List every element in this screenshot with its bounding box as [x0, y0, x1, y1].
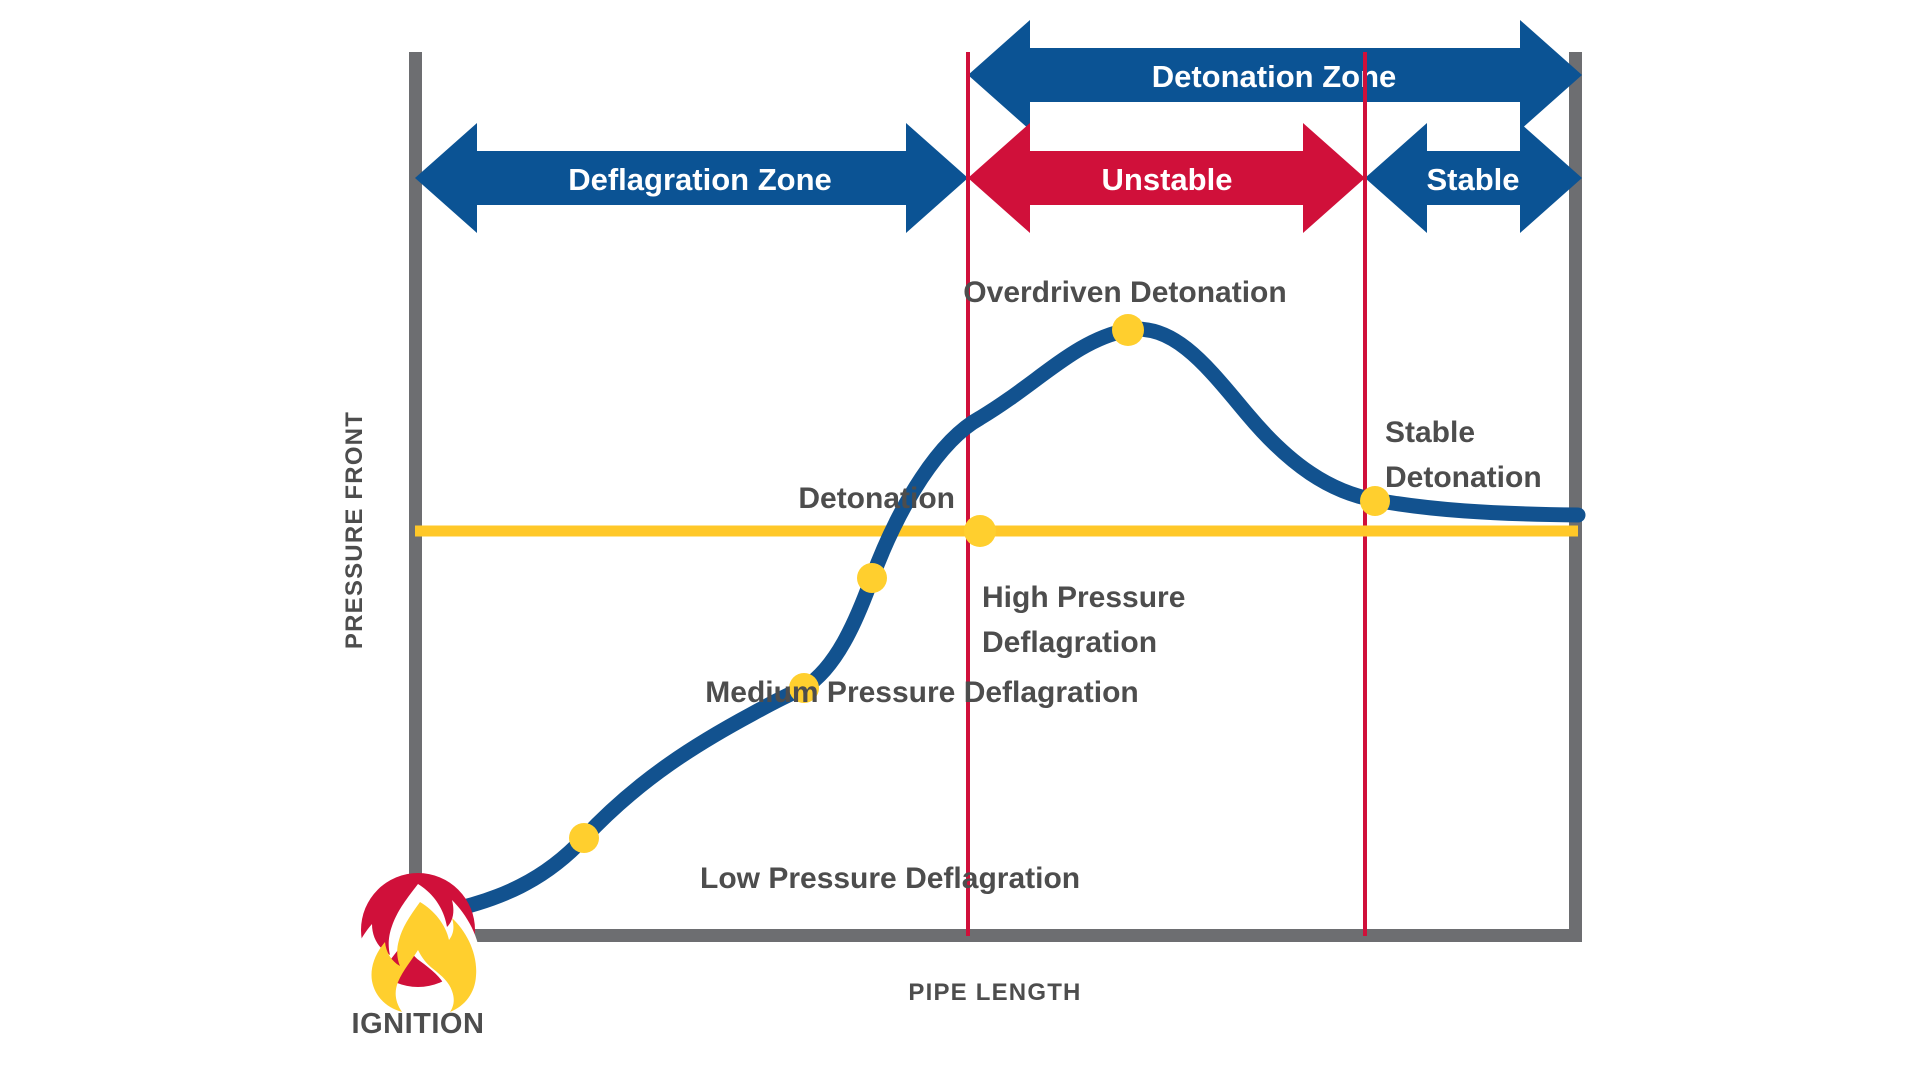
pressure-front-curve: [435, 321, 1586, 920]
stable-zone-label: Stable: [1426, 162, 1519, 197]
label-overdriven-detonation: Overdriven Detonation: [963, 276, 1286, 309]
detonation-zone-arrow-shape: [968, 20, 1582, 130]
unstable-zone-label: Unstable: [1102, 162, 1233, 197]
point-detonation[interactable]: [964, 515, 996, 547]
detonation-zone-arrow[interactable]: Detonation Zone: [968, 20, 1582, 130]
x-axis-title: PIPE LENGTH: [908, 979, 1081, 1006]
ignition-badge[interactable]: IGNITION: [352, 873, 485, 1040]
stable-zone-arrow[interactable]: Stable: [1365, 123, 1582, 233]
point-high-pressure-deflagration[interactable]: [857, 563, 887, 593]
deflagration-zone-label: Deflagration Zone: [568, 162, 832, 197]
stable-zone-arrow-shape: [1365, 123, 1582, 233]
point-low-pressure-deflagration[interactable]: [569, 823, 599, 853]
unstable-zone-arrow-shape: [968, 123, 1365, 233]
label-high-pressure-deflagration-line2: Deflagration: [982, 626, 1157, 659]
right-border-line: [1569, 52, 1582, 942]
label-high-pressure-deflagration-line1: High Pressure: [982, 581, 1185, 614]
curve-point-group: [569, 314, 1390, 853]
y-axis-line: [409, 52, 422, 942]
ignition-label: IGNITION: [352, 1008, 485, 1040]
flame-icon-inner: [371, 902, 477, 1012]
detonation-zone-label: Detonation Zone: [1152, 59, 1397, 94]
y-axis-title: PRESSURE FRONT: [341, 411, 368, 649]
label-stable-detonation-line2: Detonation: [1385, 461, 1542, 494]
deflagration-zone-arrow[interactable]: Deflagration Zone: [415, 123, 968, 233]
axis-group: [409, 52, 1582, 942]
point-medium-pressure-deflagration[interactable]: [789, 673, 819, 703]
label-low-pressure-deflagration: Low Pressure Deflagration: [700, 862, 1080, 895]
point-stable-detonation[interactable]: [1360, 486, 1390, 516]
label-detonation: Detonation: [798, 482, 955, 515]
x-axis-line: [409, 929, 1582, 942]
label-medium-pressure-deflagration: Medium Pressure Deflagration: [705, 676, 1138, 709]
deflagration-zone-arrow-shape: [415, 123, 968, 233]
point-overdriven-detonation[interactable]: [1112, 314, 1144, 346]
label-stable-detonation-line1: Stable: [1385, 416, 1475, 449]
unstable-zone-arrow[interactable]: Unstable: [968, 123, 1365, 233]
